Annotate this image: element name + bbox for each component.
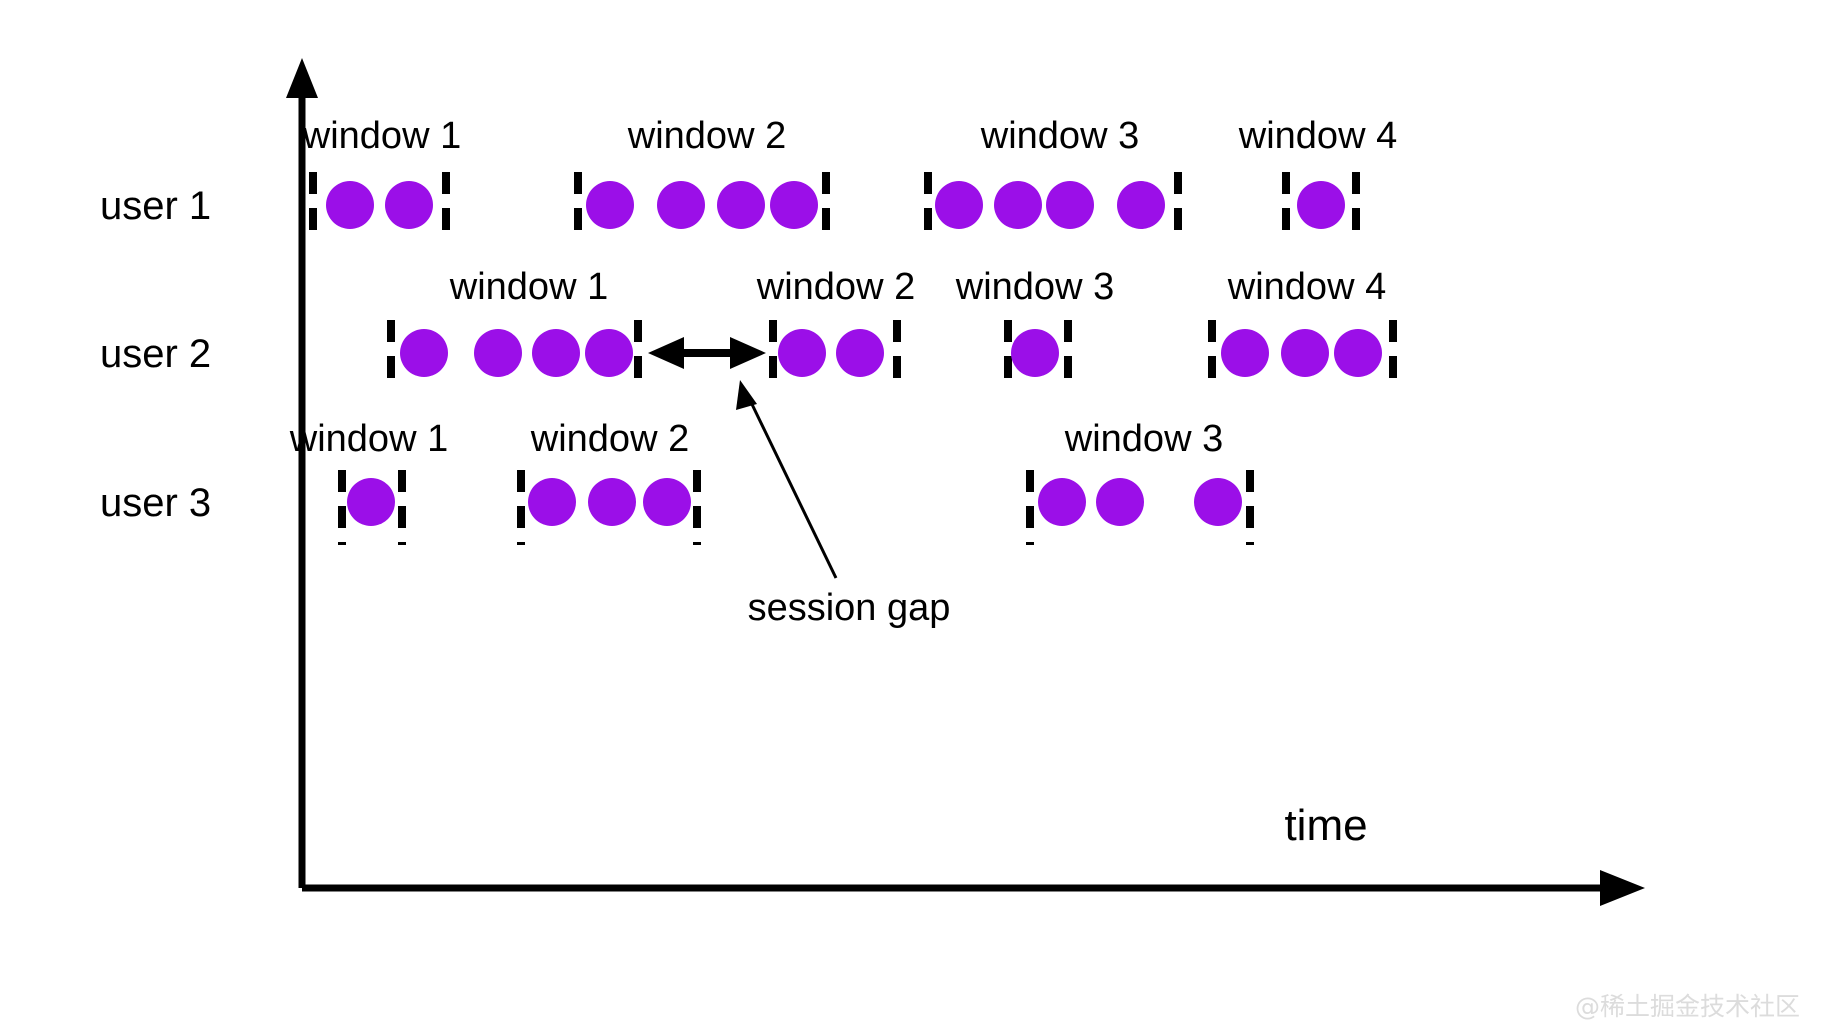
user-row-1: user 1 window 1 window 2 wi: [100, 115, 1397, 238]
event-dot: [1046, 181, 1094, 229]
window-group: window 3: [1026, 418, 1254, 545]
event-dot: [836, 329, 884, 377]
window-label: window 4: [1227, 266, 1386, 308]
session-gap-callout: session gap: [736, 380, 950, 629]
event-dot: [1334, 329, 1382, 377]
event-dot: [326, 181, 374, 229]
event-dot: [770, 181, 818, 229]
window-label: window 1: [302, 115, 461, 157]
event-dot: [347, 478, 395, 526]
event-dot: [385, 181, 433, 229]
event-dot: [586, 181, 634, 229]
window-group: window 3: [924, 115, 1182, 238]
watermark: @稀土掘金技术社区: [1575, 992, 1800, 1021]
window-group: window 2: [756, 266, 915, 386]
event-dot: [1038, 478, 1086, 526]
window-label: window 2: [627, 115, 786, 157]
session-gap-arrow: [648, 337, 766, 369]
window-label: window 2: [756, 266, 915, 308]
user-label-2: user 2: [100, 332, 211, 376]
event-dot: [1096, 478, 1144, 526]
window-label: window 2: [530, 418, 689, 460]
event-dot: [935, 181, 983, 229]
session-gap-pointer-head: [736, 380, 757, 410]
event-dot: [474, 329, 522, 377]
user-row-2: user 2 window 1 window 2 wi: [100, 266, 1397, 386]
time-axis: [302, 870, 1645, 906]
user-label-1: user 1: [100, 184, 211, 228]
event-dot: [588, 478, 636, 526]
window-label: window 3: [1064, 418, 1223, 460]
session-gap-pointer: [746, 395, 838, 579]
session-gap-label: session gap: [748, 587, 951, 629]
window-group: window 1: [302, 115, 461, 238]
event-dot: [1194, 478, 1242, 526]
window-label: window 1: [289, 418, 448, 460]
event-dot: [585, 329, 633, 377]
window-group: window 3: [955, 266, 1114, 386]
user-label-3: user 3: [100, 481, 211, 525]
window-group: window 1: [289, 418, 448, 545]
window-group: window 1: [387, 266, 642, 386]
vertical-axis: [286, 58, 318, 888]
window-group: window 4: [1238, 115, 1397, 238]
window-label: window 1: [449, 266, 608, 308]
event-dot: [400, 329, 448, 377]
window-group: window 2: [574, 115, 830, 238]
event-dot: [1297, 181, 1345, 229]
event-dot: [1221, 329, 1269, 377]
event-dot: [532, 329, 580, 377]
window-group: window 2: [517, 418, 701, 545]
window-label: window 4: [1238, 115, 1397, 157]
event-dot: [1011, 329, 1059, 377]
x-axis-label: time: [1284, 801, 1367, 850]
event-dot: [657, 181, 705, 229]
event-dot: [528, 478, 576, 526]
event-dot: [717, 181, 765, 229]
event-dot: [1117, 181, 1165, 229]
window-group: window 4: [1208, 266, 1397, 386]
event-dot: [1281, 329, 1329, 377]
event-dot: [778, 329, 826, 377]
window-label: window 3: [955, 266, 1114, 308]
user-row-3: user 3 window 1 window 2 window 3: [100, 418, 1254, 545]
event-dot: [643, 478, 691, 526]
window-label: window 3: [980, 115, 1139, 157]
event-dot: [994, 181, 1042, 229]
